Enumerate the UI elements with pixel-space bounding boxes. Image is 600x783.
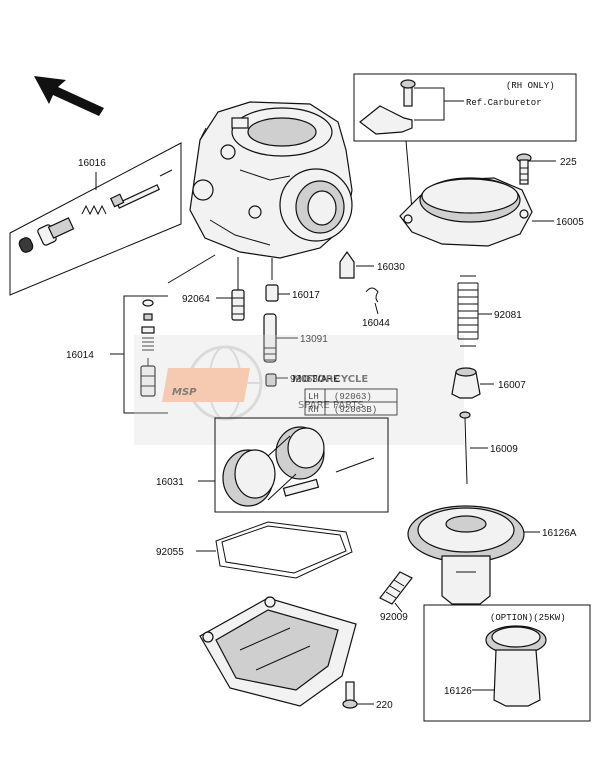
watermark-line1: MOTORCYCLE [292,374,368,385]
jet-needle-16009 [459,411,471,485]
diaphragm-16126A [407,505,525,605]
top-cover-16005 [399,177,533,247]
holder-16007 [451,367,481,399]
jet-table [304,388,398,416]
carburetor-body [189,101,353,259]
needle-valve-set [140,299,156,397]
jet-16017 [265,284,279,302]
callout-16031: 16031 [156,477,184,488]
callout-16126A: 16126A [542,528,577,539]
callout-16126: 16126 [444,686,472,697]
callout-16030: 16030 [377,262,405,273]
jet-table-code-rh: (92063B) [334,405,377,415]
main-jet-92063 [265,373,277,387]
jet-92064 [231,289,245,321]
option-title: (OPTION)(25KW) [490,613,566,623]
callout-92055: 92055 [156,547,184,558]
jet-table-code-lh: (92063) [334,392,372,402]
float-valve-16030 [339,250,355,279]
callout-92064: 92064 [182,294,210,305]
screw-225 [516,153,532,185]
callout-16014: 16014 [66,350,94,361]
rh-only-box [353,73,577,142]
rh-only-title: (RH ONLY) [506,81,555,91]
float-bowl [199,596,357,707]
callout-16044: 16044 [362,318,390,329]
callout-16009: 16009 [490,444,518,455]
screw-220 [342,681,358,709]
jet-table-side-lh: LH [308,392,319,402]
callout-92081: 92081 [494,310,522,321]
option-box [423,604,591,722]
callout-16016: 16016 [78,158,106,169]
pilot-screw-set [9,142,182,296]
needle-jet-13091 [263,313,277,363]
rh-only-ref: Ref.Carburetor [466,98,542,108]
bracket-16014 [110,295,168,414]
callout-225: 225 [560,157,577,168]
callout-16017: 16017 [292,290,320,301]
watermark-logo: MSP [172,387,197,398]
clip-16044 [365,287,379,303]
drain-screw-92009 [379,571,413,605]
front-arrow-icon [34,76,104,116]
spring-92081 [457,275,479,347]
jet-table-side-rh: RH [308,405,319,415]
callout-16005: 16005 [556,217,584,228]
callout-220: 220 [376,700,393,711]
callout-92009: 92009 [380,612,408,623]
callout-13091: 13091 [300,334,328,345]
gasket-92055 [215,521,353,579]
callout-92063: 92063/A~E [290,374,340,385]
callout-16007: 16007 [498,380,526,391]
box-16031 [214,417,389,513]
watermark-line2: SPARE PARTS [298,400,364,411]
